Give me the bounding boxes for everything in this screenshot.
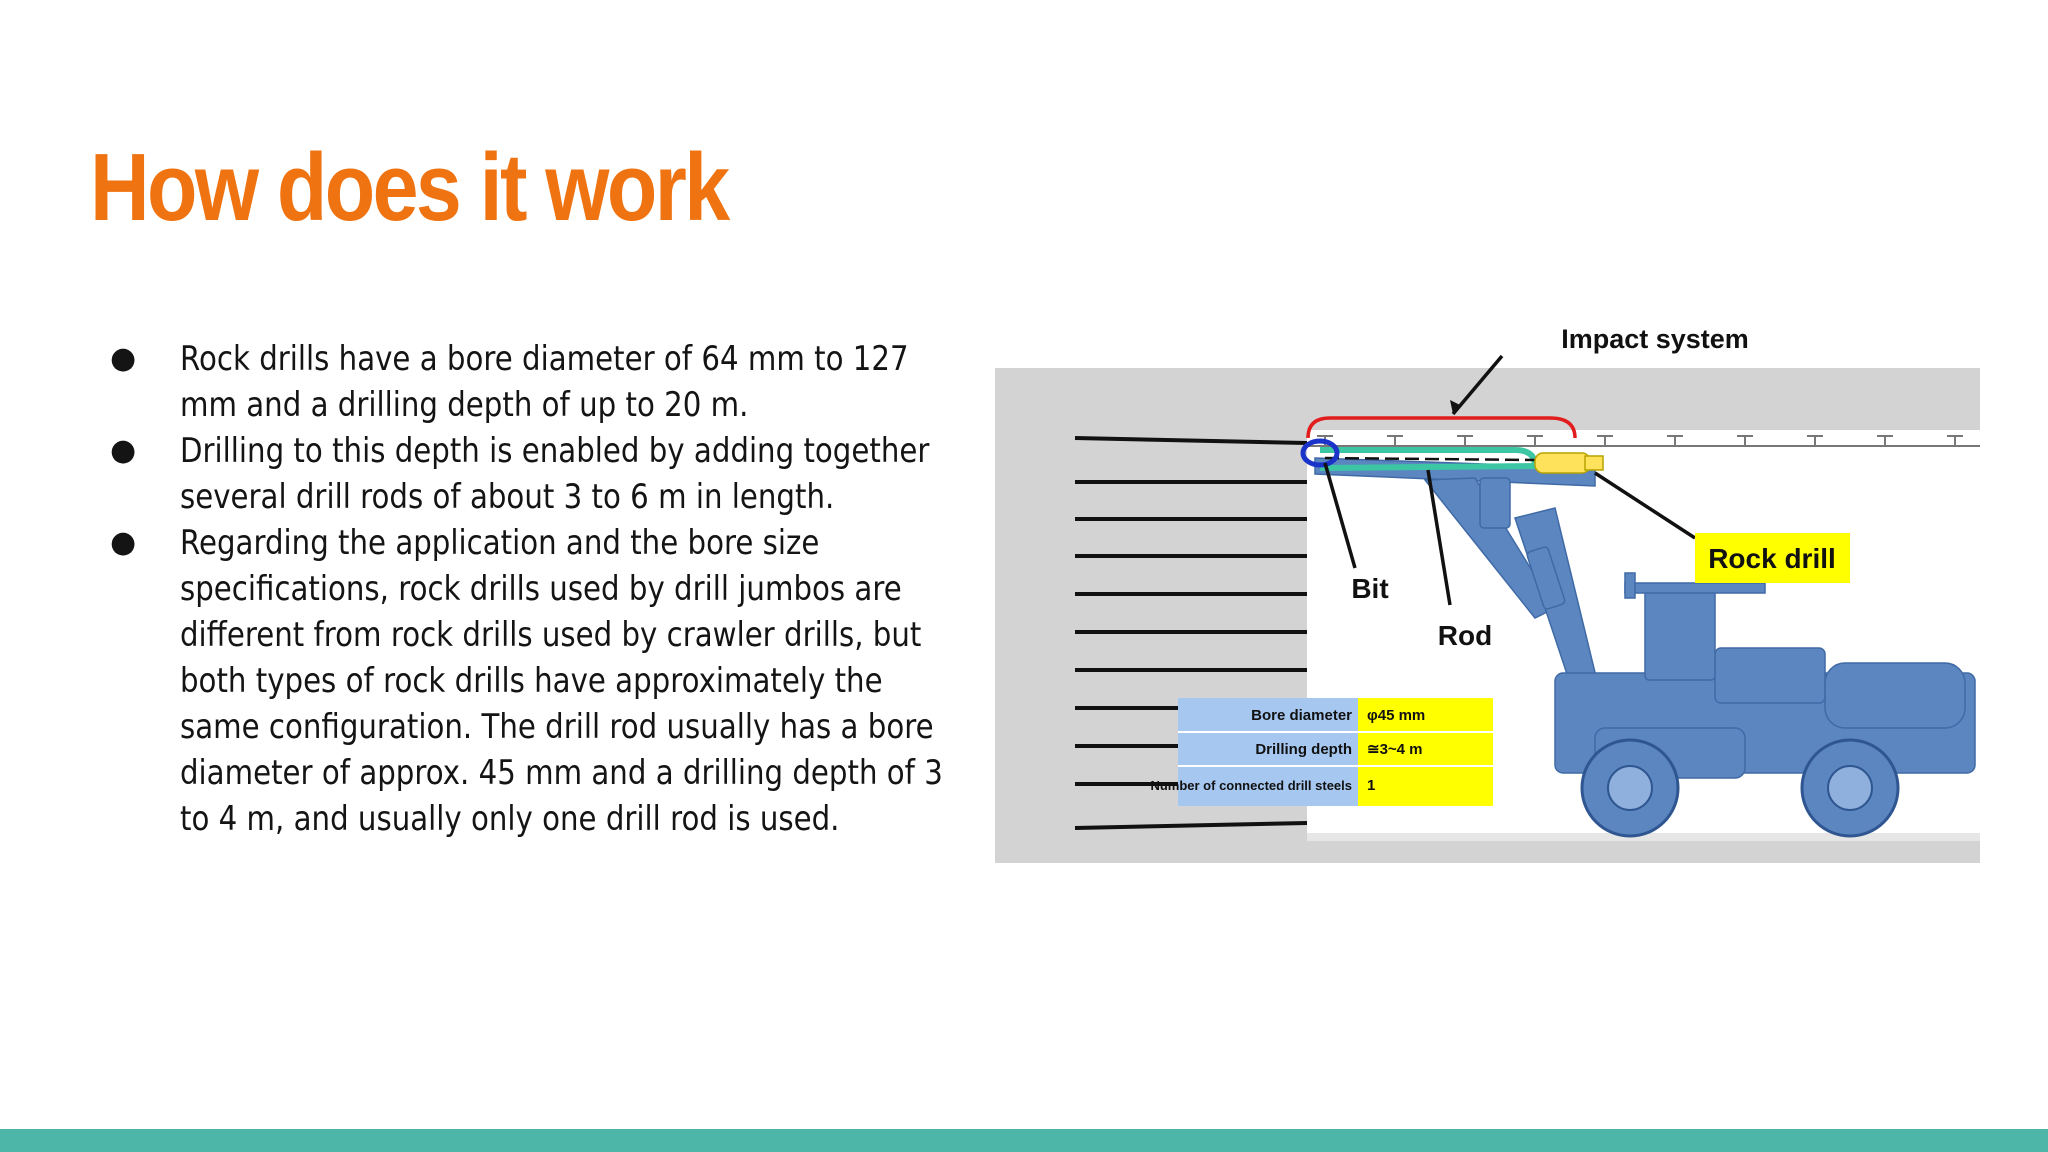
impact-system-bracket bbox=[1306, 416, 1577, 439]
spec-table: Bore diameter φ45 mm Drilling depth ≅3~4… bbox=[1150, 698, 1493, 806]
spec-label: Bore diameter bbox=[1251, 707, 1352, 724]
bullet-list: ● Rock drills have a bore diameter of 64… bbox=[110, 336, 950, 842]
drill-rod-centerline bbox=[1324, 456, 1536, 462]
bullet-item: ● Rock drills have a bore diameter of 64… bbox=[110, 336, 950, 428]
bullet-item: ● Regarding the application and the bore… bbox=[110, 520, 950, 842]
spec-label: Number of connected drill steels bbox=[1150, 778, 1352, 793]
bullet-dot-icon: ● bbox=[110, 525, 137, 560]
bullet-text: Rock drills have a bore diameter of 64 m… bbox=[180, 339, 909, 425]
rock-drill-unit bbox=[1534, 452, 1604, 474]
bit-ring bbox=[1300, 438, 1340, 468]
drill-jumbo-diagram: Impact system Rock drill Bit Rod Bore di… bbox=[995, 324, 1980, 863]
rock-drill-label: Rock drill bbox=[1708, 543, 1836, 574]
bullet-item: ● Drilling to this depth is enabled by a… bbox=[110, 428, 950, 520]
label-pointers bbox=[1323, 354, 1696, 606]
spec-value: φ45 mm bbox=[1367, 707, 1425, 724]
rock-drill-label-bg bbox=[1695, 533, 1850, 583]
tunnel-floor bbox=[1307, 833, 1980, 841]
arrow-head-icon bbox=[1450, 400, 1462, 414]
bottom-accent-bar bbox=[0, 1129, 2048, 1152]
bullet-text: Drilling to this depth is enabled by add… bbox=[180, 431, 930, 517]
vehicle-wheels bbox=[1580, 738, 1900, 838]
spec-value: 1 bbox=[1367, 777, 1375, 794]
bullet-dot-icon: ● bbox=[110, 341, 137, 376]
bullet-dot-icon: ● bbox=[110, 433, 137, 468]
impact-system-label: Impact system bbox=[1561, 324, 1749, 354]
slide-title: How does it work bbox=[90, 134, 730, 241]
ceiling-rail bbox=[1307, 435, 1980, 447]
spec-label: Drilling depth bbox=[1255, 741, 1352, 758]
spec-value: ≅3~4 m bbox=[1367, 741, 1423, 758]
bullet-text: Regarding the application and the bore s… bbox=[180, 523, 943, 839]
spec-label-column bbox=[1178, 698, 1358, 806]
bit-label: Bit bbox=[1351, 573, 1388, 604]
rod-label: Rod bbox=[1438, 620, 1492, 651]
spec-value-column bbox=[1358, 698, 1493, 806]
